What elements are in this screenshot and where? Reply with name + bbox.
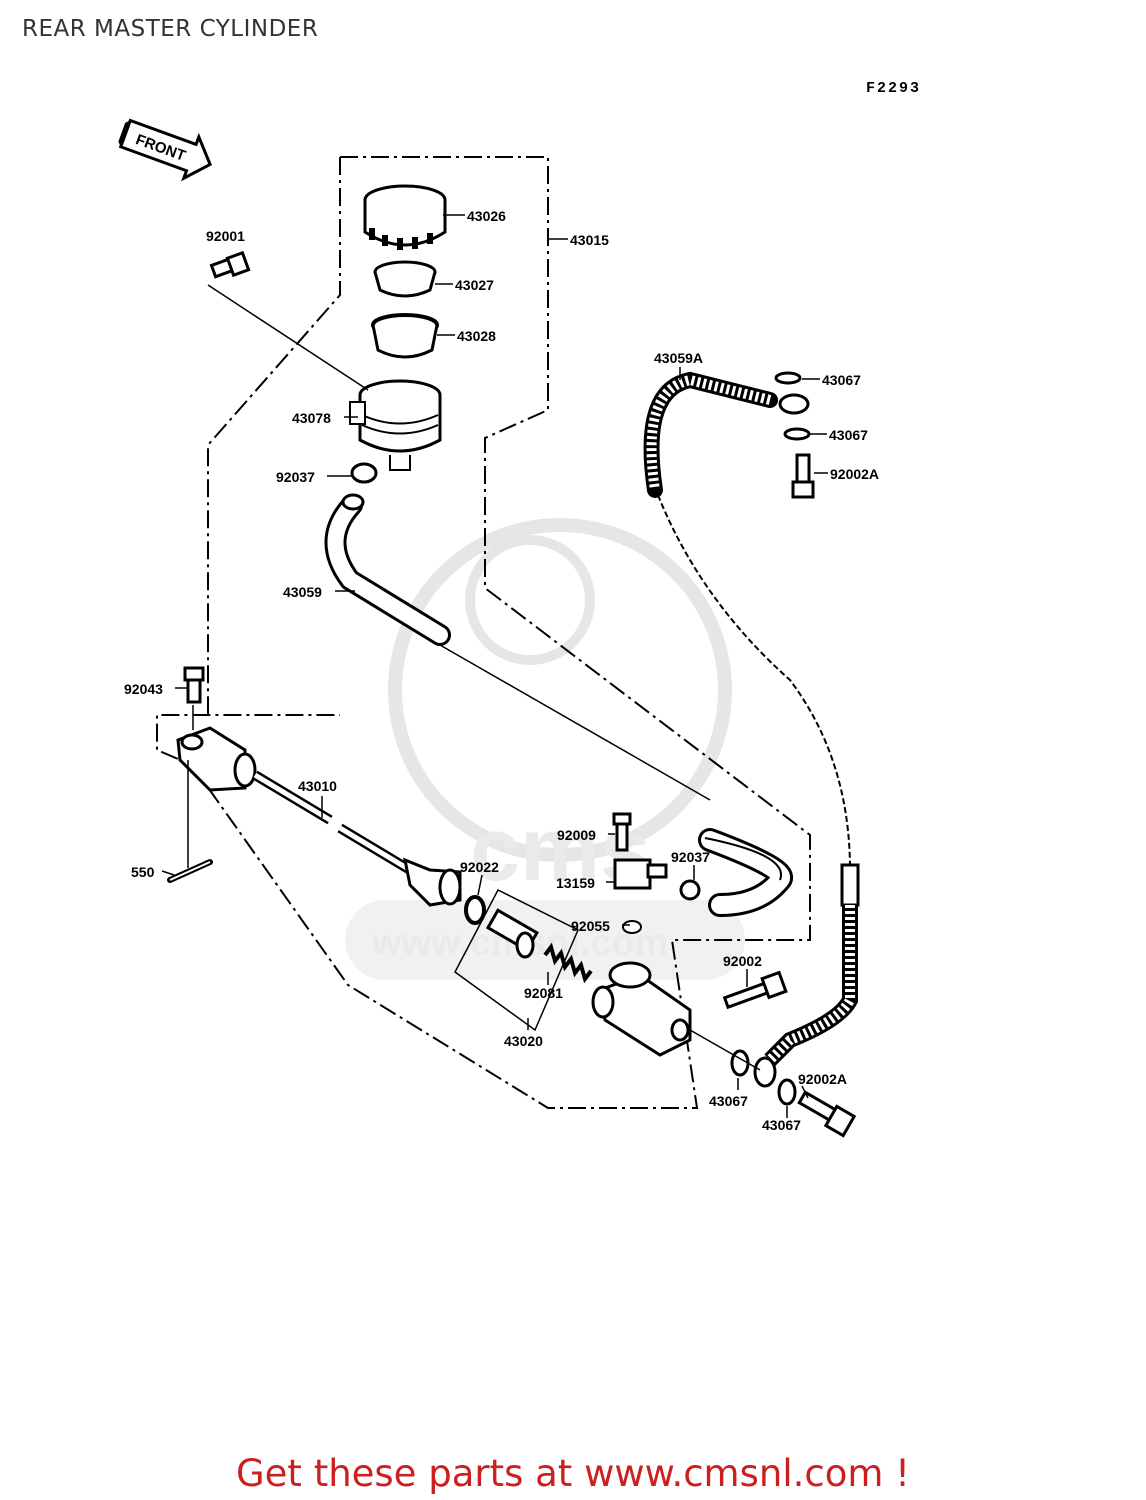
callout-label: 43020	[504, 1033, 543, 1049]
callout-label: 550	[131, 864, 155, 880]
callout-label: 92002A	[830, 466, 879, 482]
callout-label: 92037	[276, 469, 315, 485]
dust-boot	[402, 857, 462, 907]
parts-diagram: cms www.cmsnl.com FRONT	[118, 118, 879, 1138]
washer-43067-b	[783, 427, 811, 441]
callout-label: 92043	[124, 681, 163, 697]
piston	[485, 908, 539, 959]
callout-label: 92009	[557, 827, 596, 843]
callout-label: 43067	[762, 1117, 801, 1133]
callout-label: 92037	[671, 849, 710, 865]
callout-label: 92081	[524, 985, 563, 1001]
banjo-bolt-upper	[791, 453, 815, 499]
page-title: REAR MASTER CYLINDER	[22, 16, 319, 42]
banjo-bolt-lower	[797, 1090, 857, 1138]
watermark: cms www.cmsnl.com	[345, 518, 745, 980]
cotter-pin	[167, 859, 213, 883]
callout-label: 43078	[292, 410, 331, 426]
circlip	[464, 895, 486, 925]
clamp-92037-upper	[350, 462, 378, 484]
callout-label: 43027	[455, 277, 494, 293]
callouts: 43026 43015 92001 43027 43028 43059A 430…	[124, 208, 879, 1133]
diaphragm	[371, 313, 439, 359]
callout-label: 13159	[556, 875, 595, 891]
callout-label: 92022	[460, 859, 499, 875]
mounting-bolt	[722, 970, 788, 1010]
piston-kit-box	[454, 889, 579, 1032]
callout-label: 43026	[467, 208, 506, 224]
front-arrow-icon: FRONT	[118, 118, 213, 182]
washer-43067-a	[774, 371, 802, 385]
footer-link[interactable]: Get these parts at www.cmsnl.com !	[235, 1452, 910, 1495]
clamp-92037-lower	[679, 879, 701, 901]
push-rod-clevis	[176, 726, 257, 792]
callout-label: 43067	[822, 372, 861, 388]
callout-label: 92055	[571, 918, 610, 934]
callout-label: 43010	[298, 778, 337, 794]
callout-label: 43067	[829, 427, 868, 443]
callout-label: 43015	[570, 232, 609, 248]
callout-label: 92002A	[798, 1071, 847, 1087]
washer-43067-d	[777, 1078, 797, 1106]
figure-code: F2293	[866, 80, 922, 97]
callout-label: 92002	[723, 953, 762, 969]
reservoir	[349, 379, 442, 471]
diaphragm-plate	[373, 260, 437, 298]
callout-label: 43067	[709, 1093, 748, 1109]
master-cylinder-body	[591, 961, 692, 1057]
assembly-outline-inner	[207, 157, 341, 715]
bolt-92001	[209, 250, 251, 279]
assembly-outline-43015	[156, 156, 811, 1109]
clevis-pin	[183, 666, 205, 704]
callout-label: 92001	[206, 228, 245, 244]
o-ring	[622, 920, 642, 934]
callout-label: 43028	[457, 328, 496, 344]
spring	[543, 942, 593, 984]
reservoir-cap	[363, 184, 447, 250]
callout-label: 43059A	[654, 350, 703, 366]
hose-fitting	[612, 812, 668, 890]
callout-label: 43059	[283, 584, 322, 600]
